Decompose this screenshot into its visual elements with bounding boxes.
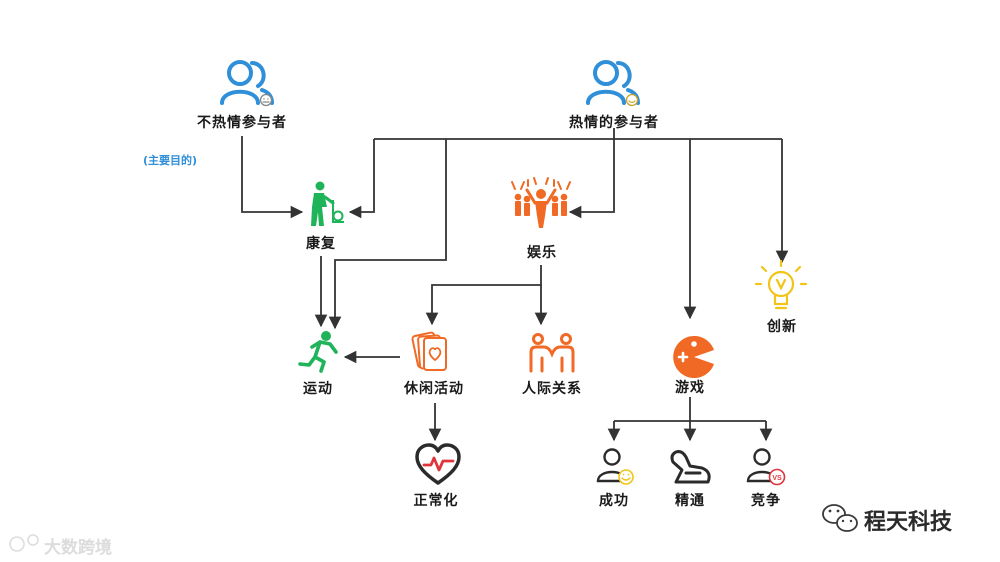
crowd-icon <box>511 177 571 228</box>
watermark-left-logo-icon <box>9 534 39 552</box>
node-label-success: 成功 <box>599 493 629 509</box>
arm-icon <box>670 450 711 484</box>
node-label-entertainment: 娱乐 <box>527 245 557 261</box>
cards-icon <box>411 331 447 371</box>
heart-pulse-icon <box>415 443 461 485</box>
node-label-enthusiastic: 热情的参与者 <box>569 115 659 131</box>
node-label-sport: 运动 <box>303 381 333 397</box>
runner-icon <box>298 331 338 373</box>
edge-entertainment-split <box>425 265 542 326</box>
vs-badge: VS <box>772 475 782 482</box>
node-label-mastery: 精通 <box>675 493 705 509</box>
edge-unenthusiastic-rehab <box>241 136 304 219</box>
node-label-normalize: 正常化 <box>413 493 459 509</box>
walker-icon <box>311 181 344 226</box>
user-vs-icon: VS <box>746 448 786 486</box>
node-label-game: 游戏 <box>675 380 705 396</box>
node-label-unenthusiastic: 不热情参与者 <box>197 115 287 131</box>
edge-enthusiastic-sport <box>328 139 447 330</box>
main-purpose-note: (主要目的) <box>143 154 198 167</box>
node-label-rehab: 康复 <box>306 236 336 252</box>
edge-enthusiastic-entertainment <box>568 139 615 219</box>
watermark-left: 大数跨境 <box>44 538 112 558</box>
edge-enthusiastic-rehab <box>348 139 375 219</box>
node-label-leisure: 休闲活动 <box>404 381 464 397</box>
node-label-innovation: 创新 <box>767 319 797 335</box>
people-icon <box>529 333 575 373</box>
user-smile-icon <box>596 448 634 485</box>
pacman-icon <box>673 336 714 379</box>
watermark-right-wechat-icon <box>822 504 858 532</box>
connectors <box>241 128 789 442</box>
node-label-compete: 竞争 <box>751 493 781 509</box>
node-label-social: 人际关系 <box>522 381 582 397</box>
lightbulb-icon <box>754 259 808 310</box>
user-happy-icon <box>586 60 640 107</box>
watermark-right: 程天科技 <box>864 510 953 535</box>
user-neutral-icon <box>220 60 274 107</box>
